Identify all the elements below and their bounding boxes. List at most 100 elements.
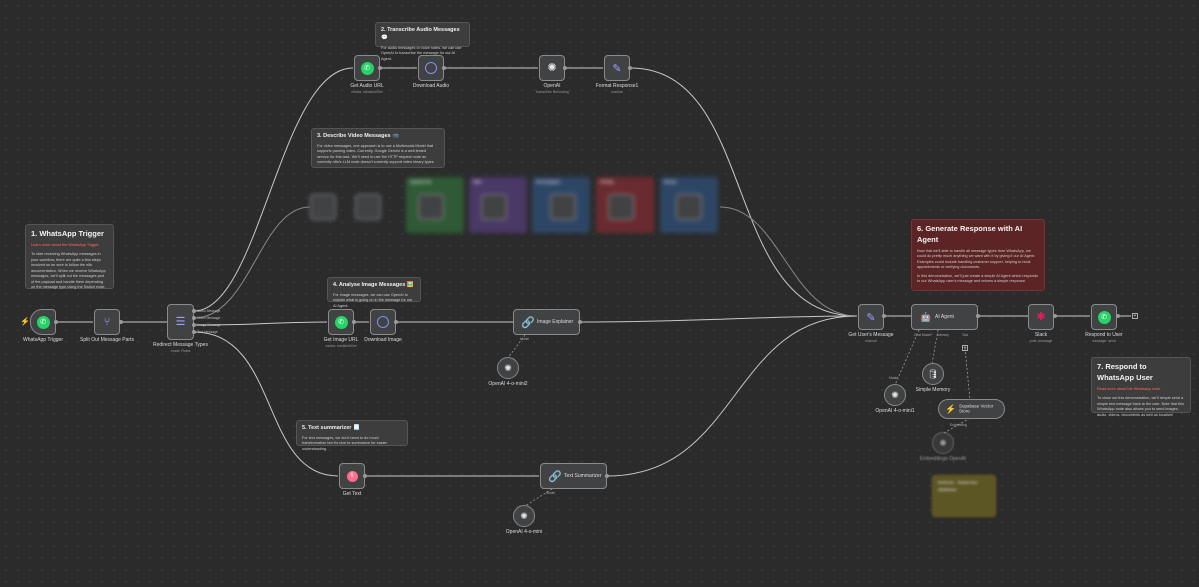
download-image-node[interactable]: Download Image <box>364 309 402 343</box>
node-label: AI Agent <box>935 314 954 320</box>
note-title: 5. Text summarizer 📃 <box>302 425 360 431</box>
label-sub: post: message <box>1029 339 1053 343</box>
whatsapp-icon: ✆ <box>36 315 50 329</box>
port-chat-model: Chat Model* <box>914 333 933 337</box>
group-title: Polling <box>600 179 614 184</box>
video-node[interactable] <box>355 194 381 220</box>
text-summarizer-node[interactable]: 🔗 Text Summarizer <box>540 463 607 489</box>
openai-icon: ✺ <box>891 389 899 400</box>
whatsapp-trigger-node[interactable]: ✆ WhatsApp Trigger <box>23 309 63 343</box>
connector-dot[interactable] <box>578 320 582 324</box>
connector-dot[interactable] <box>442 66 446 70</box>
connector-dot[interactable] <box>1116 314 1120 318</box>
label-sub: media: mediaUrlGet <box>325 344 357 348</box>
video-node[interactable] <box>608 194 634 220</box>
database-icon: 🛢 <box>927 368 939 379</box>
group-title: Wait <box>473 179 482 184</box>
model-port-label: Model <box>520 337 529 341</box>
connector-dot[interactable] <box>192 316 196 320</box>
node-label: Image Explainer <box>537 319 574 325</box>
connector-dot[interactable] <box>119 320 123 324</box>
connector-dot[interactable] <box>605 474 609 478</box>
group-title: Result <box>664 179 677 184</box>
connector-dot[interactable] <box>976 314 980 318</box>
image-explainer-node[interactable]: 🔗 Image Explainer <box>513 309 580 335</box>
note-text-summarizer: 5. Text summarizer 📃 For text messages, … <box>296 420 408 451</box>
note-title: 7. Respond to WhatsApp User <box>1097 362 1153 382</box>
model-port-label: Model <box>546 491 555 495</box>
openai-mini2-node[interactable]: ✺ OpenAI 4-o-mini2 <box>488 357 528 387</box>
globe-icon <box>425 62 437 74</box>
embeddings-openai-node[interactable]: ✺ Embeddings OpenAI <box>920 432 966 462</box>
video-node[interactable] <box>418 194 444 220</box>
connector-dot[interactable] <box>363 474 367 478</box>
connector-dot[interactable] <box>192 330 196 334</box>
note-link[interactable]: Learn more about the WhatsApp Trigger <box>31 242 99 247</box>
label-text: Get User's Message <box>848 332 894 338</box>
label-sub: manual <box>611 90 623 94</box>
label-sub: mode: Rules <box>170 349 191 353</box>
note-describe-video: 3. Describe Video Messages 📹 For video m… <box>311 128 445 168</box>
node-label: OpenAI 4-o-mini1 <box>875 408 915 414</box>
connector-dot[interactable] <box>628 66 632 70</box>
video-node[interactable] <box>310 194 336 220</box>
node-label: OpenAI 4-o-mini <box>505 529 543 535</box>
note-body: To start receiving WhatsApp messages in … <box>31 252 106 290</box>
note-analyse-image: 4. Analyse Image Messages 🖼️ For image m… <box>327 277 421 308</box>
switch-output-video: Video Message <box>197 316 221 320</box>
label-sub: Transcribe Recording <box>535 90 569 94</box>
split-out-node[interactable]: ⑂ Split Out Message Parts <box>80 309 134 343</box>
node-label: OpenAI 4-o-mini2 <box>488 381 528 387</box>
add-tool-button[interactable]: + <box>962 345 968 351</box>
port-memory: Memory <box>937 333 949 337</box>
connector-dot[interactable] <box>1053 314 1057 318</box>
add-node-button[interactable]: + <box>1132 313 1138 319</box>
connector-dot[interactable] <box>563 66 567 70</box>
connector-dot[interactable] <box>378 66 382 70</box>
whatsapp-icon: ✆ <box>1097 310 1111 324</box>
label-text: Format Response1 <box>595 83 639 89</box>
download-audio-node[interactable]: Download Audio <box>413 55 449 89</box>
connector-dot[interactable] <box>352 320 356 324</box>
connector-dot[interactable] <box>192 323 196 327</box>
note-title: 1. WhatsApp Trigger <box>31 229 104 238</box>
note-body: For text messages, we don't need to do m… <box>302 435 387 451</box>
note-link[interactable]: Read more about the Whatsapp node <box>1097 386 1161 391</box>
openai-mini1-node[interactable]: ✺ OpenAI 4-o-mini1 <box>875 384 915 414</box>
connector-dot[interactable] <box>394 320 398 324</box>
pencil-icon: ✎ <box>866 311 876 324</box>
note-body: Refresh - Rebel Bot database <box>938 480 978 492</box>
get-text-node[interactable]: II Get Text <box>339 463 365 497</box>
video-section-blurred: Upload File Wait Get Analysis Polling Re… <box>300 175 725 235</box>
get-text-icon: II <box>346 470 358 482</box>
openai-icon: ✺ <box>520 510 528 521</box>
note-body: In this demonstration, we'll just create… <box>917 273 1039 284</box>
label-text: Slack <box>1034 332 1048 338</box>
video-node[interactable] <box>676 194 702 220</box>
supabase-vector-node[interactable]: ⚡ Supabase Vector Store <box>938 399 1005 419</box>
note-generate-response: 6. Generate Response with AI Agent Now t… <box>911 219 1045 291</box>
simple-memory-node[interactable]: 🛢 Simple Memory <box>916 363 950 393</box>
connector-dot[interactable] <box>54 320 58 324</box>
video-node[interactable] <box>481 194 507 220</box>
openai-mini-node[interactable]: ✺ OpenAI 4-o-mini <box>506 505 542 535</box>
node-label: Get Text <box>342 491 362 497</box>
ai-agent-node[interactable]: 🤖 AI Agent <box>911 304 978 330</box>
connector-dot[interactable] <box>882 314 886 318</box>
connector-dot[interactable] <box>192 309 196 313</box>
label-text: Get Image URL <box>323 337 359 343</box>
video-node[interactable] <box>550 194 576 220</box>
openai-icon: ✺ <box>547 61 557 74</box>
